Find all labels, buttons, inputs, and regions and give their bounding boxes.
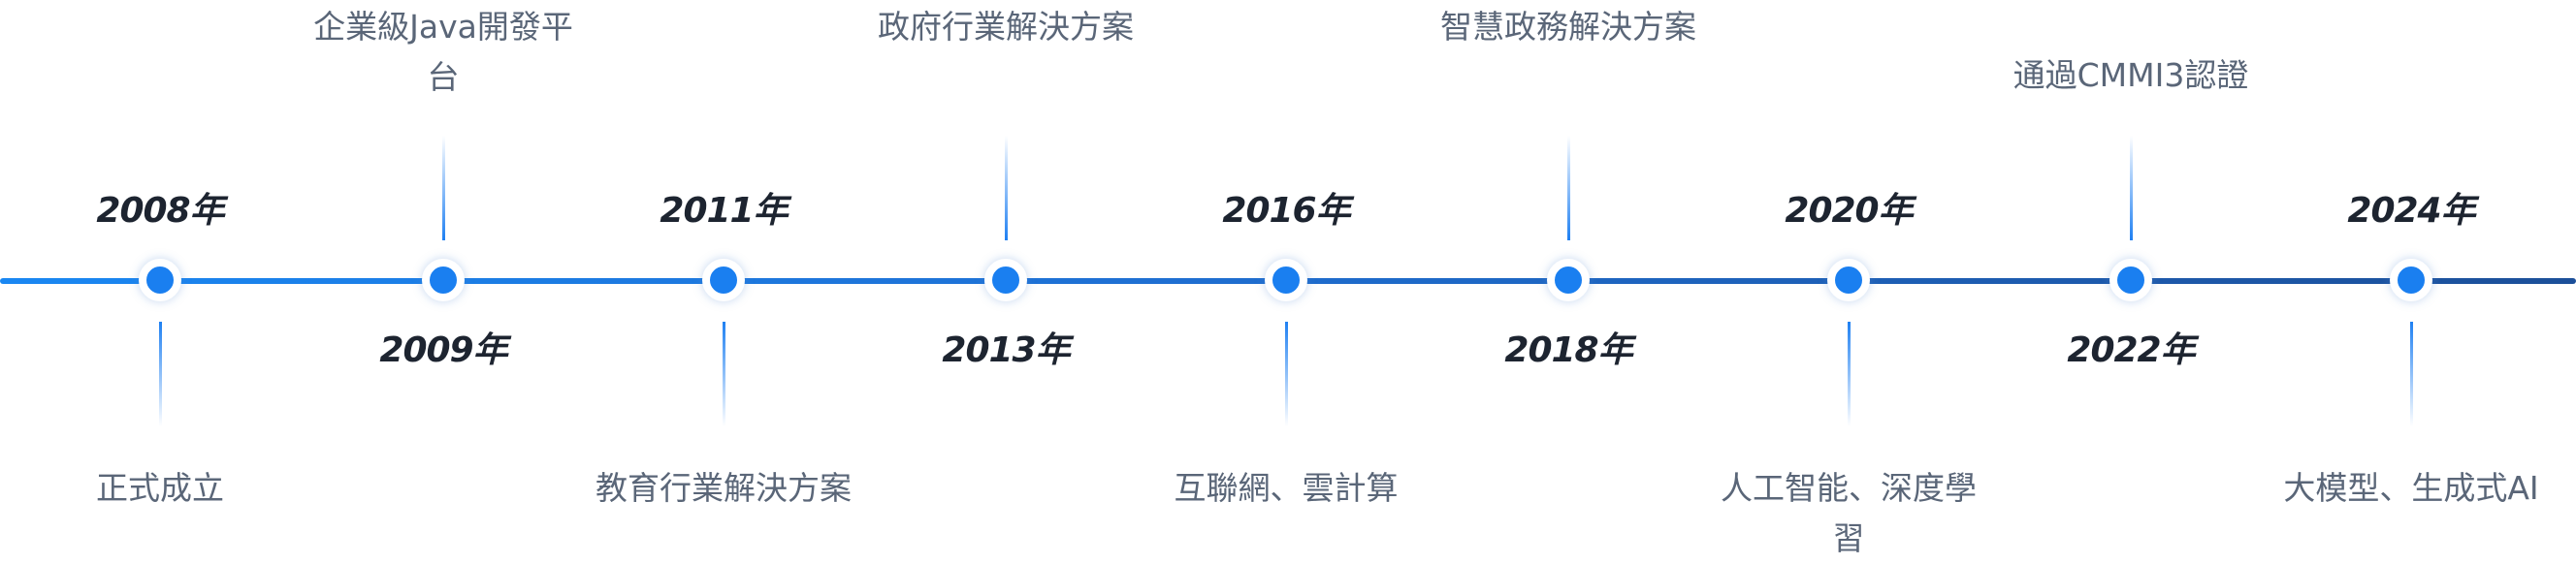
milestone-connector bbox=[159, 322, 162, 426]
milestone-year: 2011年 bbox=[660, 191, 788, 231]
milestone-connector bbox=[2410, 322, 2413, 426]
milestone-year: 2013年 bbox=[942, 330, 1070, 370]
milestone-label: 教育行業解決方案 bbox=[596, 469, 852, 507]
milestone-year: 2024年 bbox=[2347, 191, 2475, 231]
milestone-label: 大模型、生成式AI bbox=[2283, 469, 2539, 507]
milestone-year: 2018年 bbox=[1504, 330, 1632, 370]
milestone-connector bbox=[442, 136, 445, 240]
milestone-label: 企業級Java開發平台 bbox=[313, 8, 573, 96]
milestone-dot bbox=[702, 259, 745, 301]
milestone-dot bbox=[1547, 259, 1590, 301]
milestone-label: 互聯網、雲計算 bbox=[1174, 469, 1399, 507]
milestone-label: 通過CMMI3認證 bbox=[2012, 56, 2249, 94]
milestone-connector bbox=[723, 322, 725, 426]
milestone-dot bbox=[1265, 259, 1307, 301]
milestone-connector bbox=[1567, 136, 1570, 240]
milestone-year: 2016年 bbox=[1222, 191, 1350, 231]
milestone-dot bbox=[2109, 259, 2152, 301]
milestone-dot bbox=[984, 259, 1027, 301]
milestone-label: 正式成立 bbox=[96, 469, 224, 507]
milestone-dot bbox=[1827, 259, 1870, 301]
milestone-label: 人工智能、深度學習 bbox=[1721, 469, 1977, 557]
milestone-dot bbox=[2390, 259, 2432, 301]
milestone-connector bbox=[1285, 322, 1288, 426]
milestone-label: 政府行業解決方案 bbox=[878, 8, 1134, 46]
milestone-year: 2022年 bbox=[2067, 330, 2195, 370]
milestone-year: 2008年 bbox=[96, 191, 224, 231]
milestone-label: 智慧政務解決方案 bbox=[1440, 8, 1696, 46]
milestone-dot bbox=[139, 259, 181, 301]
milestone-connector bbox=[1005, 136, 1008, 240]
milestone-year: 2020年 bbox=[1785, 191, 1913, 231]
milestone-connector bbox=[2130, 136, 2133, 240]
milestone-year: 2009年 bbox=[379, 330, 507, 370]
milestone-dot bbox=[422, 259, 465, 301]
milestone-connector bbox=[1848, 322, 1851, 426]
